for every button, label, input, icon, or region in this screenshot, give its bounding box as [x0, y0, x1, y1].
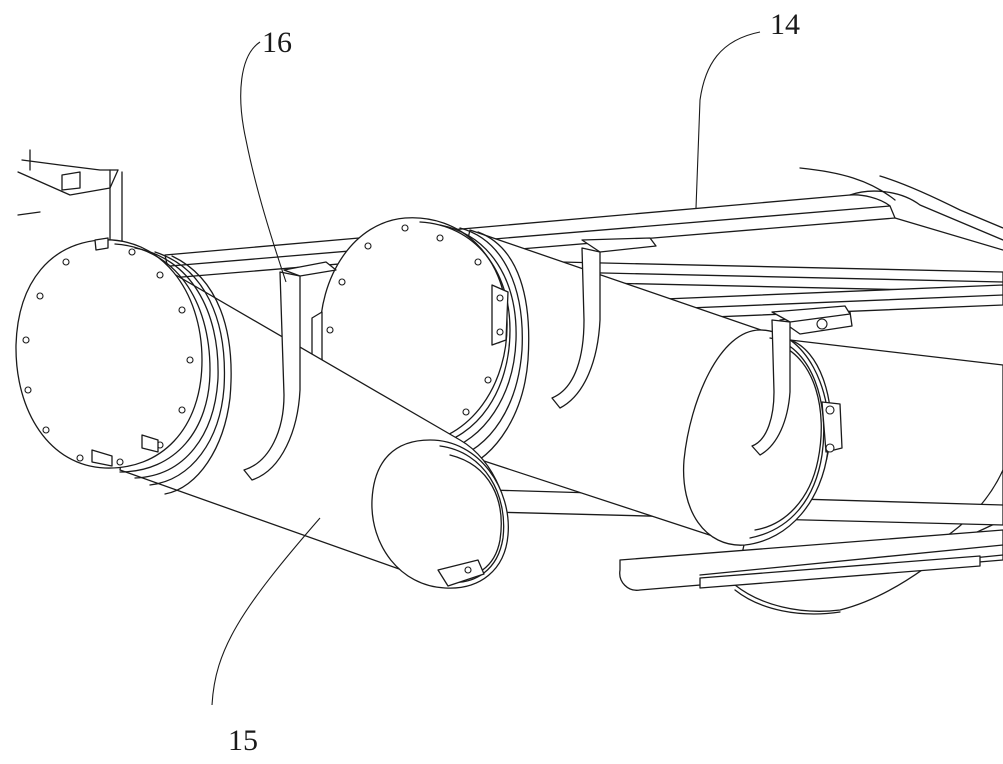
strap-brackets: [243, 237, 851, 481]
callout-16: 16: [262, 26, 292, 59]
leader-16: [240, 41, 287, 283]
front-cylinder: [15, 237, 509, 589]
callout-15: 15: [228, 724, 258, 757]
leader-15: [211, 517, 321, 706]
leader-14: [695, 31, 761, 209]
callout-14: 14: [770, 8, 800, 41]
leader-lines: [211, 31, 761, 706]
background-frame: [17, 149, 123, 246]
